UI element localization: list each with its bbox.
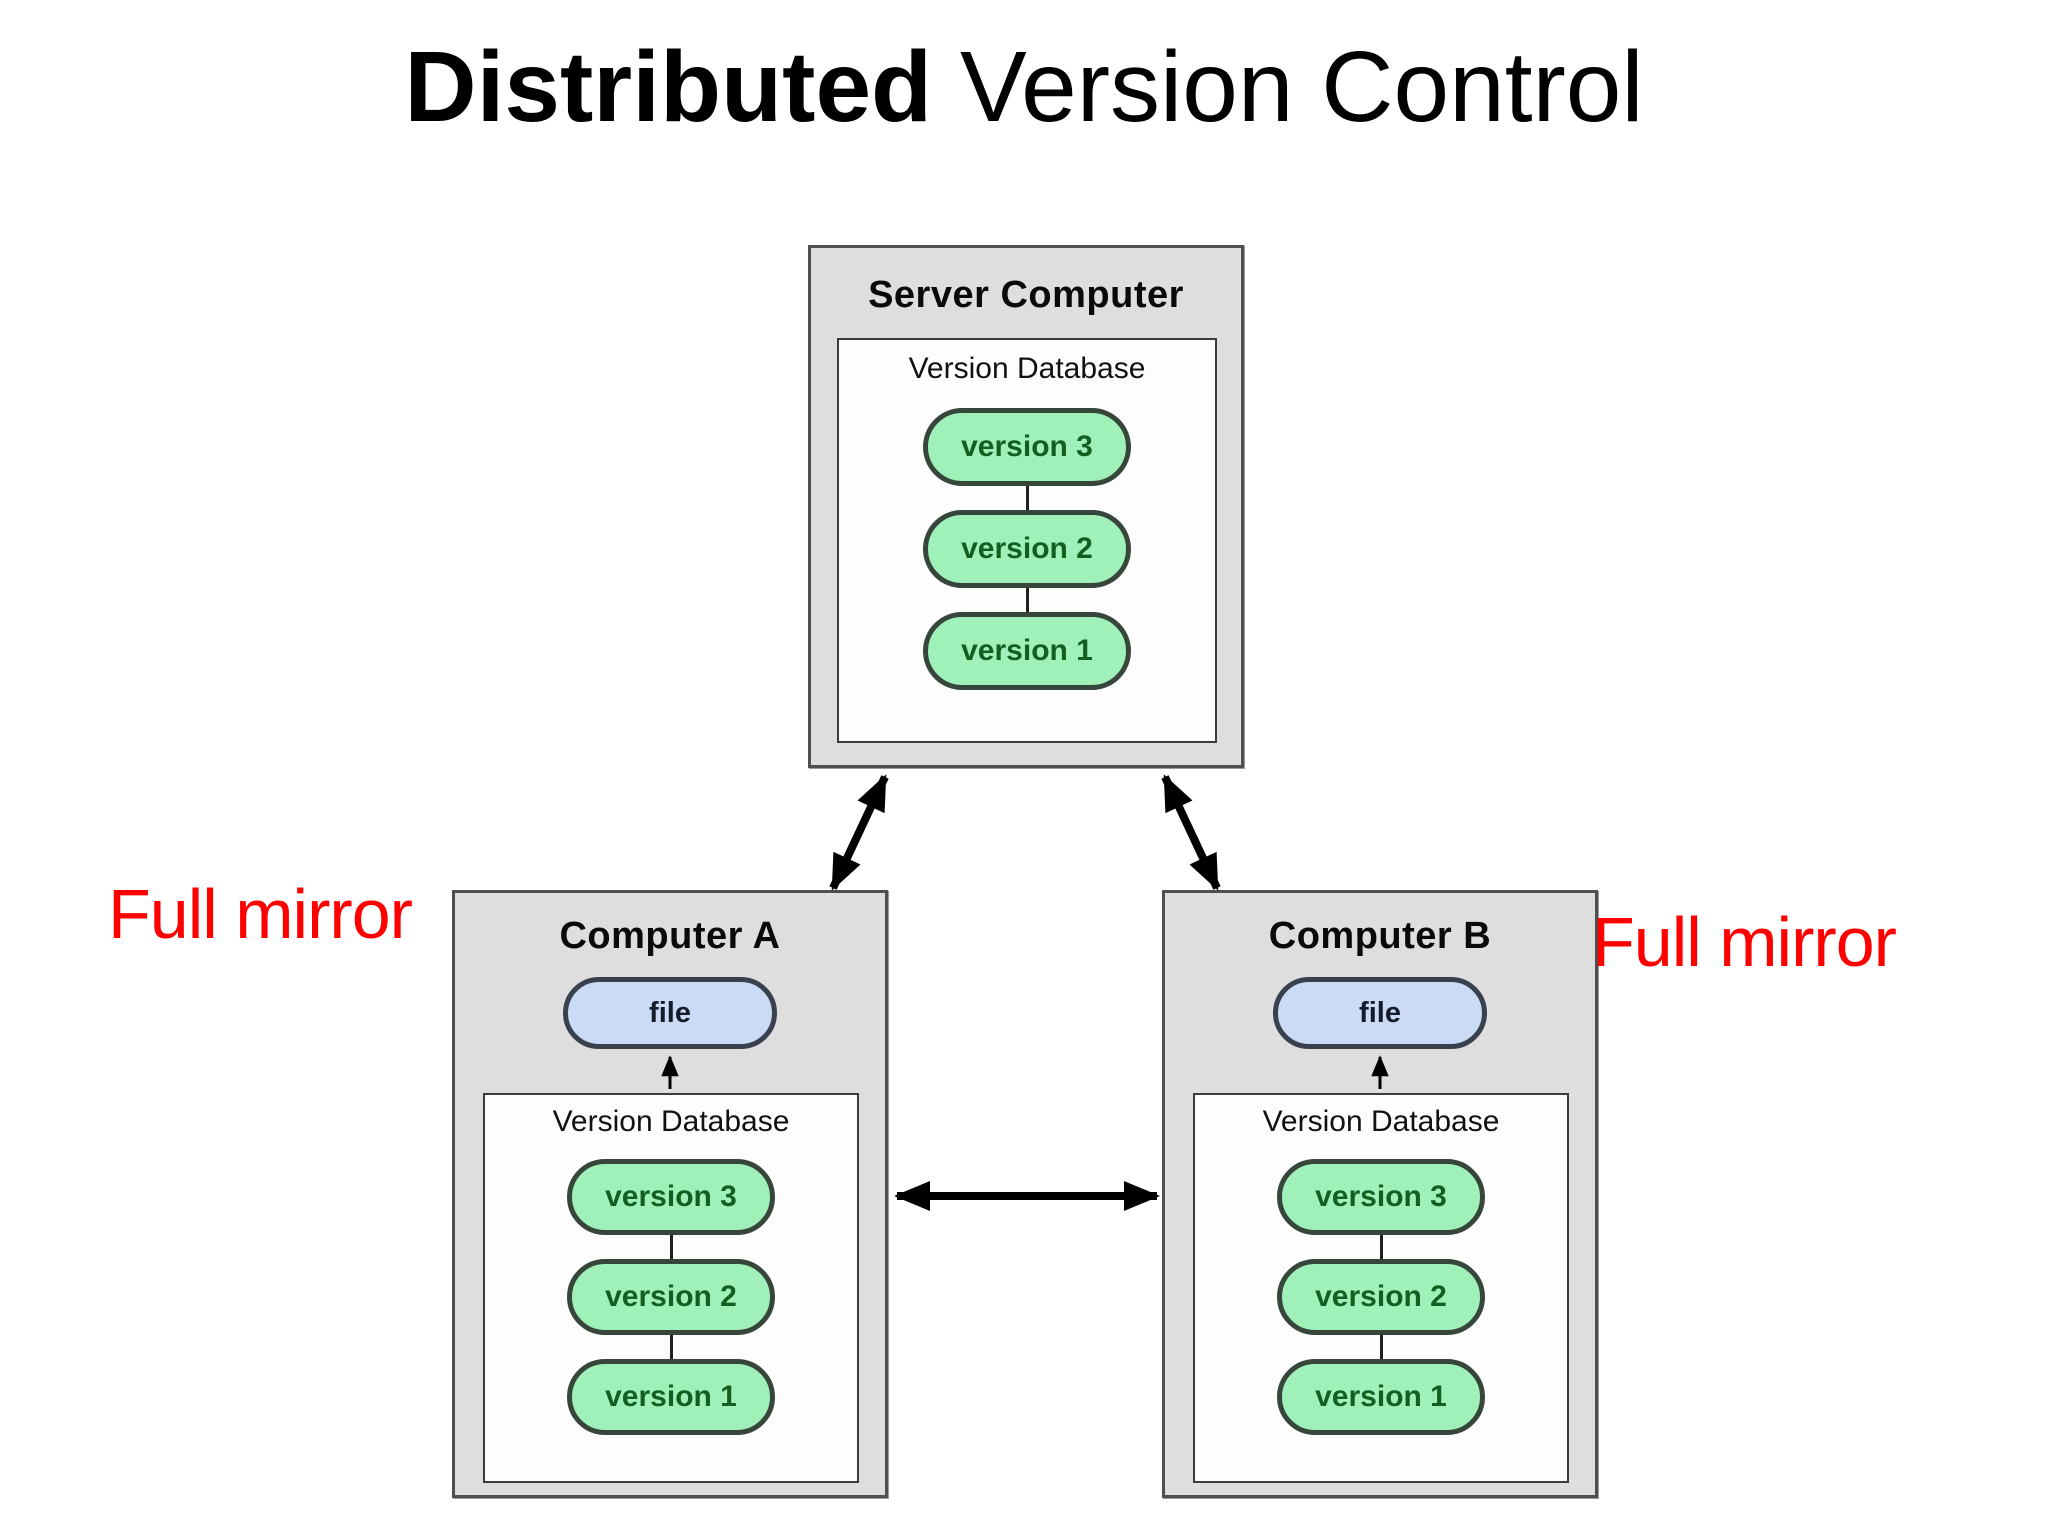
computer-a-connector-v2-v1 — [669, 1335, 673, 1359]
computer-a-box: Computer A file Version Database version… — [452, 890, 888, 1498]
server-connector-v2-v1 — [1025, 588, 1029, 612]
computer-a-connector-v3-v2 — [669, 1235, 673, 1259]
server-version-database-box: Version Database version 3 version 2 ver… — [837, 338, 1217, 743]
server-computer-box: Server Computer Version Database version… — [808, 245, 1244, 768]
server-version-database-label: Version Database — [908, 352, 1146, 385]
computer-a-version-3-pill: version 3 — [567, 1159, 775, 1235]
page-title-regular: Version Control — [932, 31, 1644, 143]
computer-b-file-pill: file — [1273, 977, 1487, 1049]
computer-a-version-2-pill: version 2 — [567, 1259, 775, 1335]
sync-arrow-server-computer-a-icon — [829, 774, 889, 891]
full-mirror-label-right: Full mirror — [1592, 903, 1897, 981]
page-title-bold: Distributed — [404, 31, 933, 143]
computer-a-version-1-pill: version 1 — [567, 1359, 775, 1435]
computer-a-title: Computer A — [559, 915, 781, 957]
server-connector-v3-v2 — [1025, 486, 1029, 510]
computer-b-version-3-pill: version 3 — [1277, 1159, 1485, 1235]
server-version-1-pill: version 1 — [923, 612, 1131, 690]
computer-b-connector-v3-v2 — [1379, 1235, 1383, 1259]
computer-b-version-database-box: Version Database version 3 version 2 ver… — [1193, 1093, 1569, 1483]
server-version-3-pill: version 3 — [923, 408, 1131, 486]
computer-b-version-1-pill: version 1 — [1277, 1359, 1485, 1435]
computer-b-title: Computer B — [1268, 915, 1492, 957]
computer-b-box: Computer B file Version Database version… — [1162, 890, 1598, 1498]
server-computer-title: Server Computer — [868, 274, 1184, 316]
computer-a-version-database-box: Version Database version 3 version 2 ver… — [483, 1093, 859, 1483]
page-title: Distributed Version Control — [0, 32, 2048, 142]
sync-arrow-server-computer-b-icon — [1161, 774, 1221, 891]
full-mirror-label-left: Full mirror — [108, 875, 413, 953]
computer-b-connector-v2-v1 — [1379, 1335, 1383, 1359]
server-version-2-pill: version 2 — [923, 510, 1131, 588]
computer-a-version-database-label: Version Database — [552, 1105, 790, 1138]
computer-b-version-database-label: Version Database — [1262, 1105, 1500, 1138]
computer-b-version-2-pill: version 2 — [1277, 1259, 1485, 1335]
computer-a-file-pill: file — [563, 977, 777, 1049]
